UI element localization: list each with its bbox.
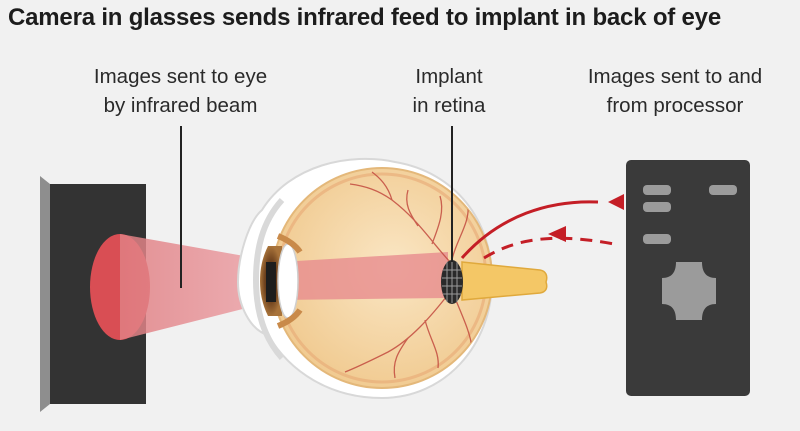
label-infrared-beam: Images sent to eye by infrared beam: [58, 62, 303, 120]
data-arrows: [460, 194, 624, 260]
label-processor-line-2: from processor: [606, 94, 744, 117]
optic-nerve: [461, 261, 548, 301]
label-processor-line-1: Images sent to and: [587, 65, 763, 88]
page-title: Camera in glasses sends infrared feed to…: [8, 4, 721, 31]
implant-chip-icon: [441, 260, 463, 304]
label-implant-line-2: in retina: [412, 94, 486, 117]
label-implant-line-1: Implant: [415, 65, 483, 88]
label-infrared-line-1: Images sent to eye: [93, 65, 268, 88]
infrared-beam: [120, 234, 278, 340]
camera-screen-icon: [40, 176, 150, 412]
label-processor: Images sent to and from processor: [565, 62, 785, 120]
blood-vessels: [344, 171, 473, 379]
label-implant: Implant in retina: [378, 62, 520, 120]
arrow-solid: [460, 200, 599, 259]
arrow-dashed: [483, 236, 615, 260]
lens: [277, 243, 299, 319]
label-infrared-line-2: by infrared beam: [103, 94, 258, 117]
dpad-icon: [662, 262, 716, 320]
eye-illustration: [236, 157, 548, 400]
internal-beam: [280, 252, 448, 300]
processor-device-icon: [626, 160, 750, 396]
